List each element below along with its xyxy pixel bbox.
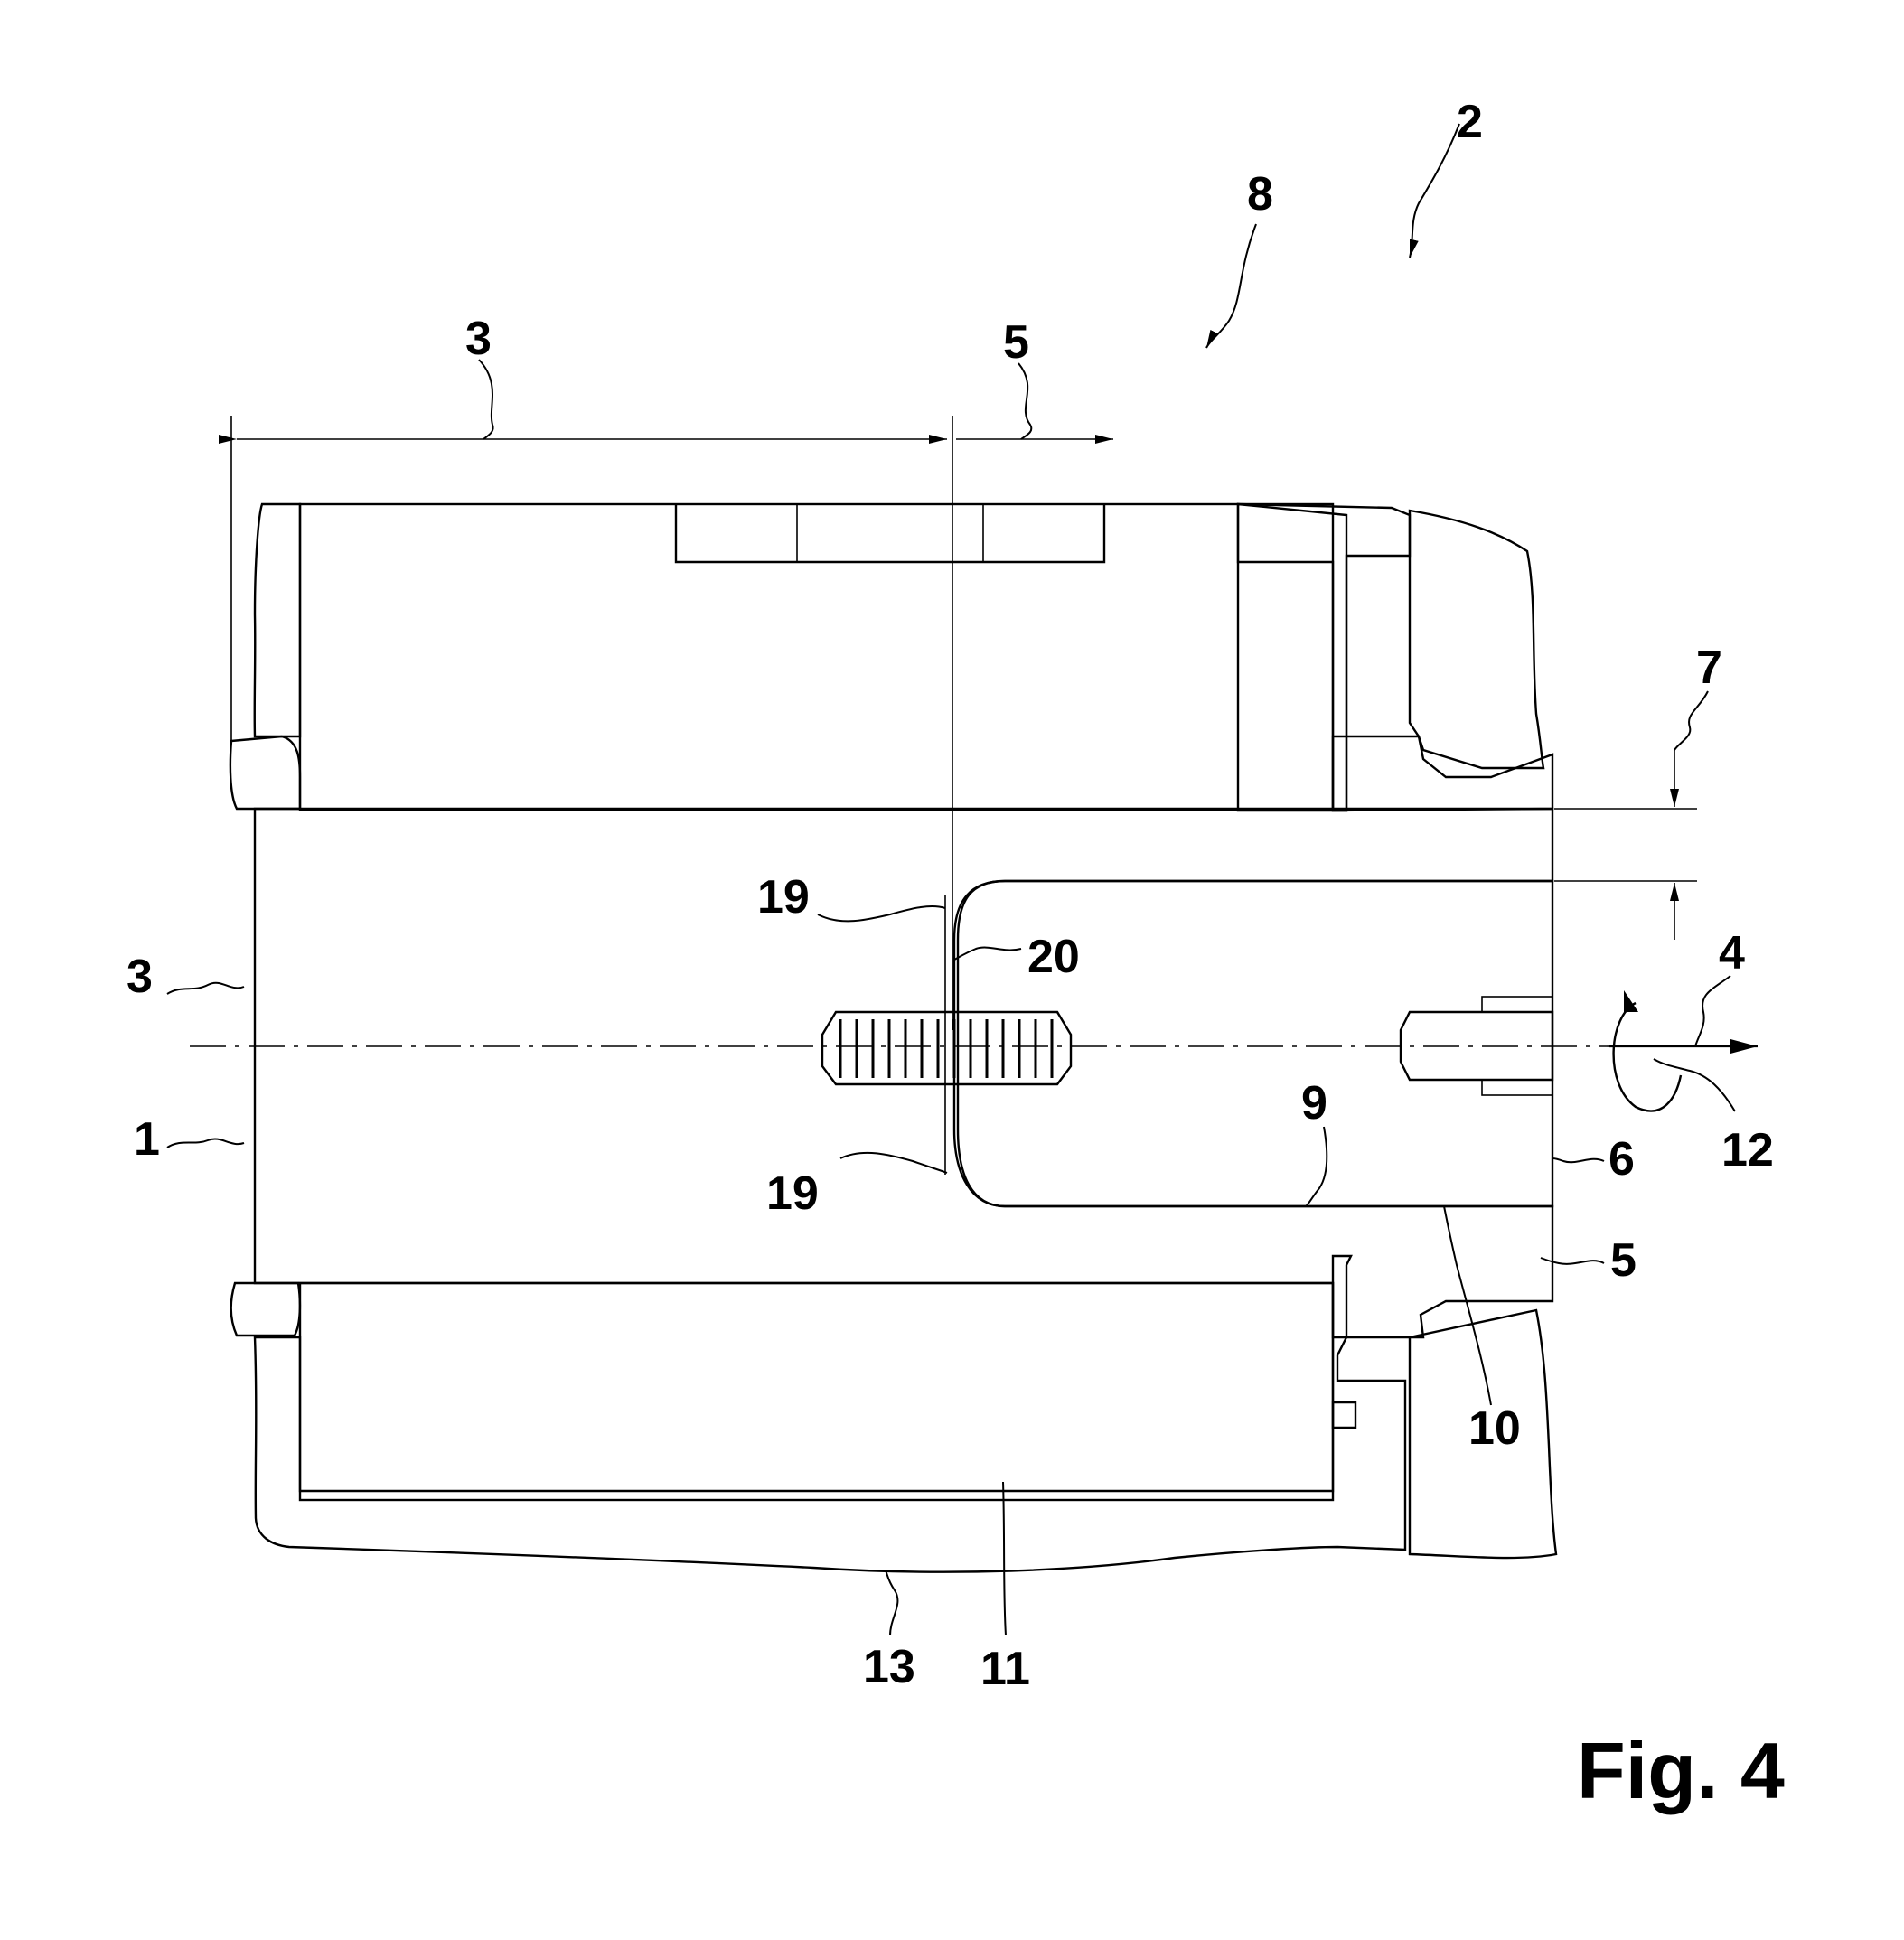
label-1: 1 — [134, 1113, 160, 1166]
leader-10 — [1443, 1205, 1492, 1406]
label-12: 12 — [1721, 1124, 1774, 1176]
reference-labels: 2 8 3 5 7 19 20 3 4 1 9 6 12 19 5 10 13 … — [127, 96, 1774, 1695]
right-screw-thread-bottom — [1481, 1079, 1553, 1096]
leader-5-top — [1018, 362, 1033, 440]
armature-slot — [674, 504, 1106, 564]
housing-bottom-section — [253, 1254, 1407, 1573]
label-4: 4 — [1719, 927, 1745, 979]
leader-20 — [953, 946, 1022, 961]
label-10: 10 — [1468, 1402, 1521, 1455]
label-13: 13 — [863, 1641, 915, 1693]
label-3-left: 3 — [127, 951, 153, 1003]
pin-part-6 — [956, 879, 1554, 1208]
leader-1 — [166, 1138, 245, 1148]
leader-4 — [1694, 975, 1731, 1047]
leader-12 — [1653, 1058, 1736, 1112]
leader-5-right — [1540, 1257, 1605, 1265]
label-7: 7 — [1696, 642, 1722, 694]
leader-19-lower — [839, 1151, 948, 1174]
label-8: 8 — [1247, 168, 1273, 220]
leader-2 — [1409, 123, 1460, 258]
leader-9 — [1305, 1126, 1328, 1207]
rotation-arrow-head — [1624, 990, 1638, 1012]
leader-13 — [885, 1570, 899, 1636]
housing-top-right-section — [1236, 502, 1412, 812]
label-3-top: 3 — [465, 313, 492, 365]
label-19-upper: 19 — [757, 871, 810, 923]
leader-lines — [166, 123, 1736, 1636]
housing-top-inner-block — [1236, 502, 1348, 812]
housing-top-section — [253, 502, 302, 738]
right-cover-top — [1408, 509, 1545, 770]
leader-7 — [1674, 690, 1709, 751]
leader-3-left — [166, 981, 245, 995]
coil-chamber-bottom — [298, 1281, 1335, 1502]
shaft-tail-top — [1331, 735, 1554, 812]
seal-bottom — [230, 1281, 302, 1337]
spring-housing — [821, 1010, 1073, 1086]
coil-chamber-top — [298, 502, 1335, 811]
right-cover-bottom — [1408, 1308, 1558, 1560]
leader-6 — [1552, 1157, 1605, 1164]
spring-coils — [839, 1019, 1054, 1078]
label-11: 11 — [980, 1643, 1030, 1695]
label-5-right: 5 — [1610, 1234, 1637, 1287]
housing-bottom-right-lug — [1331, 1401, 1357, 1429]
label-9: 9 — [1301, 1077, 1327, 1129]
right-screw-thread-top — [1481, 996, 1553, 1013]
seal-top — [229, 735, 302, 811]
label-5-top: 5 — [1003, 316, 1029, 369]
label-20: 20 — [1027, 931, 1080, 983]
housing — [253, 502, 1412, 1573]
leader-11 — [1002, 1481, 1007, 1636]
label-19-lower: 19 — [766, 1167, 819, 1220]
rotation-arrow-12 — [1612, 1001, 1683, 1112]
leader-8 — [1205, 223, 1257, 349]
right-screw — [1399, 996, 1554, 1096]
label-2: 2 — [1457, 96, 1483, 148]
figure-label: Fig. 4 — [1577, 1726, 1785, 1815]
leader-3-top — [478, 359, 494, 440]
label-6: 6 — [1609, 1133, 1635, 1186]
center-spring — [821, 1010, 1073, 1086]
shaft-body — [253, 807, 1554, 1339]
leader-19-upper — [817, 905, 946, 923]
